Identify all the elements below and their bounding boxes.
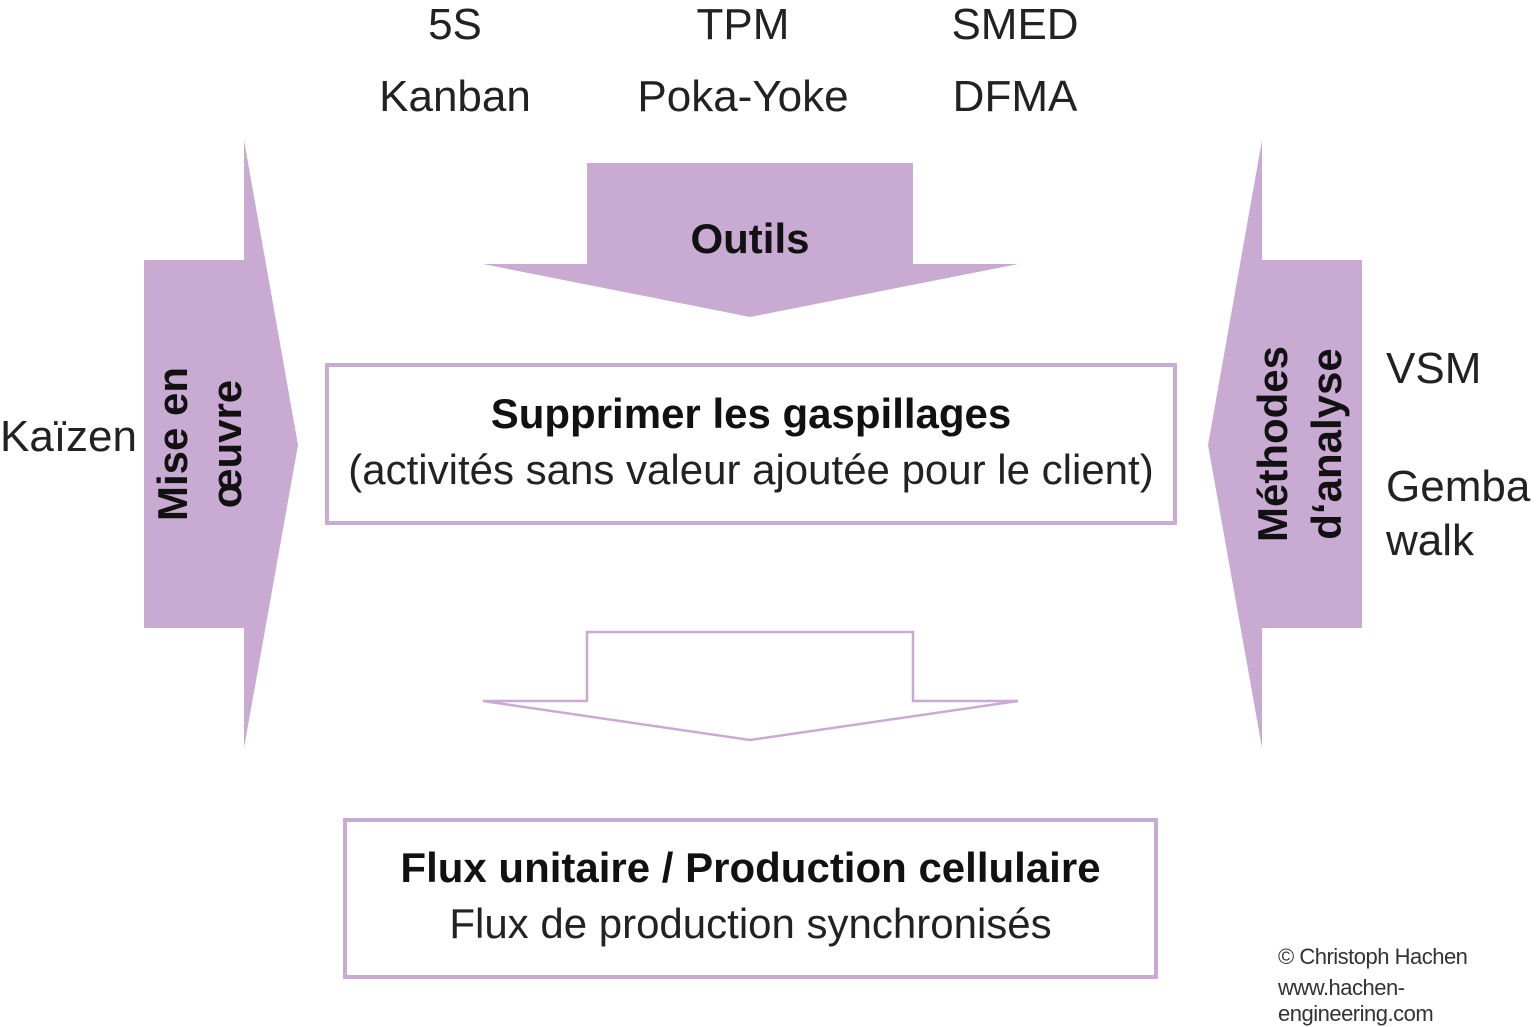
mise-en-oeuvre-line1: Mise en [149, 366, 196, 522]
credit-author: © Christoph Hachen [1278, 944, 1468, 969]
outils-arrow [483, 163, 1018, 317]
tool-smed: SMED [951, 0, 1079, 49]
methodes-analyse-arrow [1208, 140, 1362, 748]
tool-poka-yoke: Poka-Yoke [637, 72, 849, 121]
center-box-border [325, 363, 1177, 525]
result-box-border [343, 818, 1158, 979]
result-box-subtitle: Flux de production synchronisés [449, 900, 1052, 947]
result-box-title: Flux unitaire / Production cellulaire [400, 844, 1101, 891]
kaizen-label: Kaïzen [0, 412, 137, 461]
tool-dfma: DFMA [952, 72, 1078, 121]
center-box-subtitle: (activités sans valeur ajoutée pour le c… [348, 446, 1154, 493]
result-arrow [482, 630, 1019, 742]
tool-kanban: Kanban [379, 72, 531, 121]
diagram-shapes [144, 140, 1362, 979]
methodes-analyse-line2: d‘analyse [1303, 348, 1350, 540]
credit-website: www.hachen-engineering.com [1278, 975, 1434, 1026]
mise-en-oeuvre-arrow [144, 140, 298, 748]
methodes-analyse-line1: Méthodes [1249, 346, 1296, 543]
walk-label: walk [1386, 516, 1475, 565]
gemba-label: Gemba [1386, 462, 1531, 511]
center-box-title: Supprimer les gaspillages [490, 390, 1012, 437]
methodes-analyse-label: Méthodes d‘analyse [1246, 294, 1354, 594]
mise-en-oeuvre-line2: œuvre [203, 379, 250, 509]
vsm-label: VSM [1386, 344, 1482, 393]
tool-tpm: TPM [696, 0, 790, 49]
outils-label: Outils [690, 215, 810, 262]
tool-5s: 5S [428, 0, 482, 49]
mise-en-oeuvre-label: Mise en œuvre [146, 314, 254, 574]
